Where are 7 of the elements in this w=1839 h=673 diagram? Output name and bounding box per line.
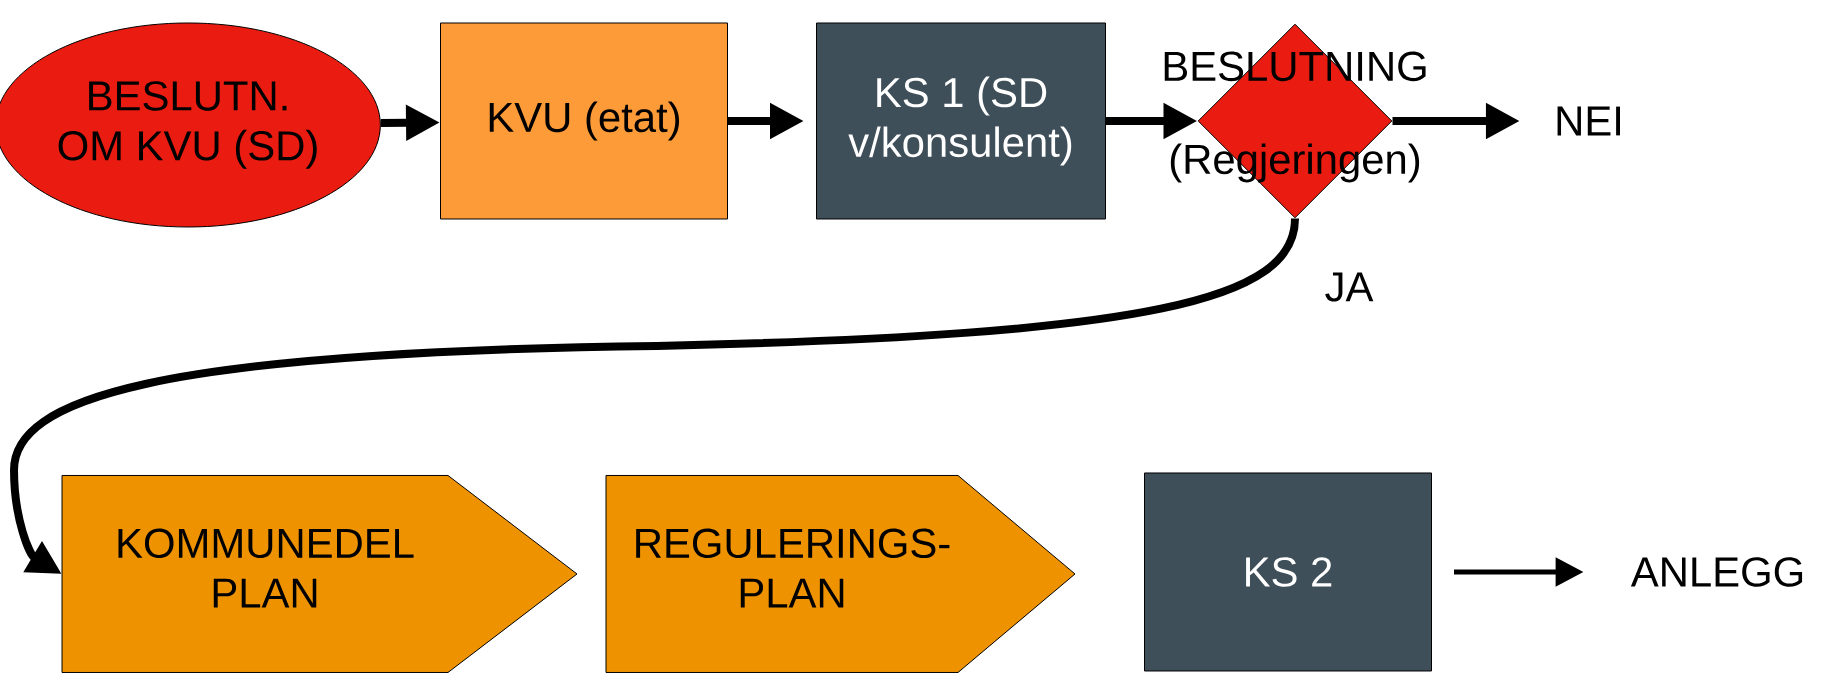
outcome-label: ANLEGG (1630, 557, 1803, 587)
process-box: KVU (etat) (440, 22, 728, 220)
process-box: KS 1 (SD v/konsulent) (816, 22, 1106, 220)
process-box: KS 2 (1144, 472, 1432, 672)
outcome-label: NEI (1557, 106, 1620, 136)
edge-label: JA (1322, 270, 1376, 304)
arrow (10, 217, 1299, 574)
